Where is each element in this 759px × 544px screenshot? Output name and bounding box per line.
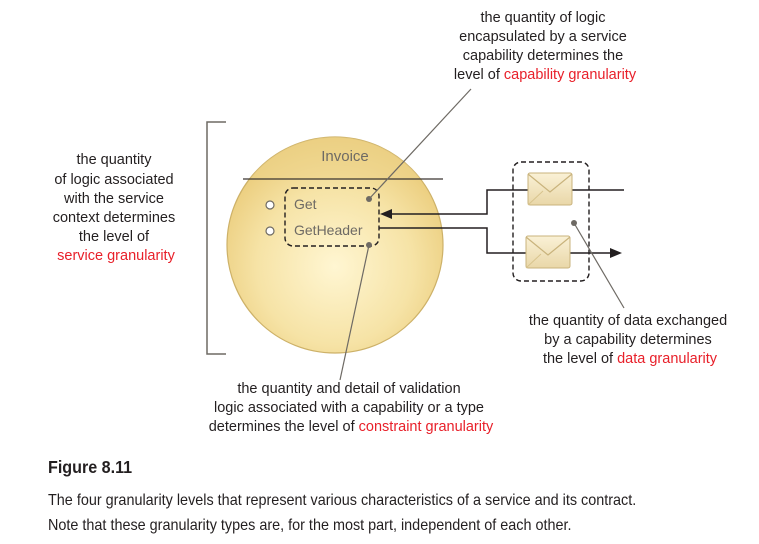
service-bracket — [206, 121, 226, 355]
operation-get: Get — [294, 196, 317, 212]
operation-getheader-port — [265, 226, 275, 236]
operation-getheader: GetHeader — [294, 222, 363, 238]
output-arrowhead — [610, 248, 622, 258]
invoice-service: Invoice — [226, 136, 444, 354]
data-annotation: the quantity of data exchanged by a capa… — [529, 313, 731, 367]
annotation-pointers — [339, 88, 625, 381]
response-message-icon — [525, 235, 571, 269]
capabilities-box — [284, 187, 380, 247]
service-name: Invoice — [321, 148, 369, 165]
operation-get-port — [265, 200, 275, 210]
constraint-annotation: the quantity and detail of validation lo… — [209, 381, 494, 435]
service-annotation: the quantity of logic associated with th… — [53, 152, 180, 264]
messages-box — [512, 161, 590, 282]
capability-pointer-dot — [366, 196, 372, 202]
input-arrowhead — [380, 209, 392, 219]
figure-caption: The four granularity levels that represe… — [48, 488, 636, 538]
caption-line-1: The four granularity levels that represe… — [48, 492, 637, 509]
caption-line-2: Note that these granularity types are, f… — [48, 517, 572, 534]
request-message-icon — [527, 172, 573, 206]
data-pointer-dot — [571, 220, 577, 226]
figure-label: Figure 8.11 — [48, 457, 133, 477]
constraint-pointer-dot — [366, 242, 372, 248]
capability-annotation: the quantity of logic encapsulated by a … — [454, 10, 637, 83]
